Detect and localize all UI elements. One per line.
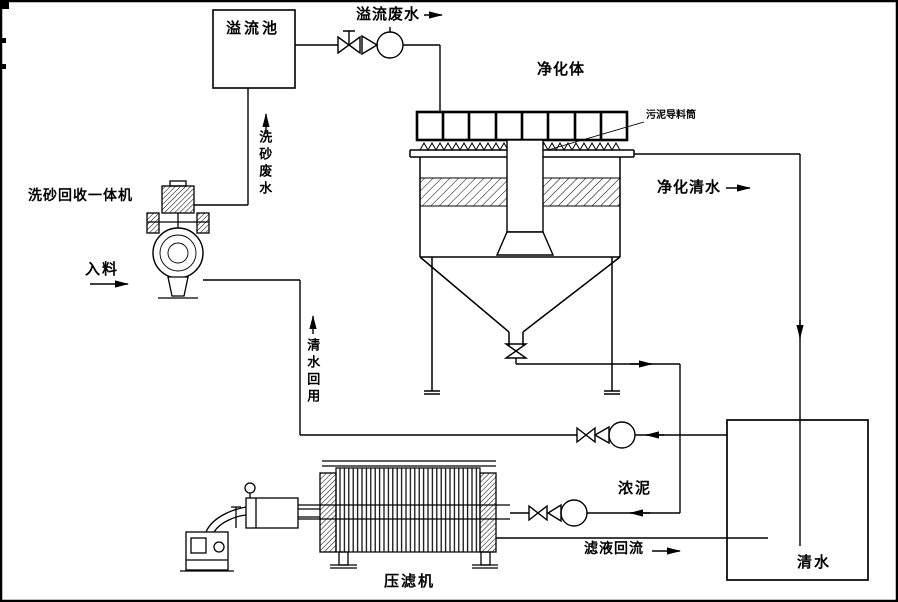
- bearing-mount: [146, 212, 160, 234]
- cone-valve-icon: [503, 350, 529, 359]
- motor-icon: [161, 185, 195, 214]
- press-leg: [338, 551, 349, 566]
- gate-valve-icon: [584, 426, 596, 444]
- label-feed: 入料: [85, 260, 120, 278]
- fixed-head-plate: [479, 472, 497, 553]
- gate-valve-icon: [347, 35, 361, 55]
- tank-walls: [419, 157, 621, 258]
- valve-stem: [343, 30, 355, 45]
- filter-plate-stack: [335, 467, 481, 553]
- label-clean-water-pool: 清水: [797, 553, 832, 571]
- check-valve-icon: [361, 34, 379, 56]
- purifier-tank: [409, 110, 645, 395]
- hydraulic-power-unit: [185, 531, 229, 571]
- label-purifier-body: 净化体: [537, 60, 586, 78]
- label-filtrate-return: 滤液回流: [584, 541, 644, 557]
- label-overflow-wastewater: 溢流废水: [356, 5, 421, 23]
- sludge-line: [503, 343, 681, 513]
- gate-valve-icon: [536, 504, 548, 522]
- check-valve-icon: [546, 503, 562, 523]
- gate-valve-icon: [337, 35, 351, 55]
- pressure-gauge-icon: [244, 482, 256, 494]
- tank-cone: [419, 256, 621, 346]
- discharge-chute: [167, 276, 189, 297]
- gate-valve-icon: [528, 504, 540, 522]
- clean-water-tank: [726, 419, 869, 581]
- label-sand-washing-wastewater: 洗砂废水: [256, 130, 272, 198]
- motor-cap: [169, 180, 187, 187]
- leader-line: [547, 121, 645, 151]
- hydraulic-hose: [205, 506, 247, 533]
- label-sand-washer-unit: 洗砂回收一体机: [28, 188, 133, 204]
- pump-lever: [231, 506, 241, 528]
- screen-drum: [152, 227, 204, 279]
- washing-wastewater-riser: [194, 88, 270, 206]
- gate-valve-icon: [576, 426, 588, 444]
- cone-valve-icon: [503, 343, 529, 352]
- piston-rod: [298, 508, 320, 518]
- press-leg: [480, 551, 491, 566]
- label-overflow-pool: 溢流池: [226, 19, 281, 37]
- press-feet: [330, 564, 498, 569]
- pump-icon: [608, 421, 636, 449]
- tie-bars: [322, 460, 496, 467]
- overflow-pool-box: [212, 9, 296, 89]
- label-sludge-guide-tube: 污泥导料筒: [646, 110, 696, 121]
- hydraulic-hose: [213, 514, 247, 533]
- guide-tube-funnel: [495, 231, 555, 256]
- filter-press: [180, 460, 510, 572]
- pump-icon: [560, 499, 588, 527]
- label-clean-water-reuse: 清水回用: [304, 338, 320, 406]
- hydraulic-cylinder: [245, 497, 299, 529]
- label-purified-clean-water: 净化清水: [657, 178, 722, 196]
- tank-legs: [424, 257, 620, 395]
- sludge-guide-tube-shape: [506, 139, 544, 233]
- purified-water-line: [634, 153, 804, 546]
- overflow-wastewater-line: [295, 11, 443, 112]
- label-filter-press: 压滤机: [384, 572, 436, 590]
- bearing-mount: [196, 212, 210, 234]
- clean-water-reuse-line: [203, 279, 727, 449]
- label-thick-sludge: 浓泥: [618, 479, 653, 497]
- sludge-pump-line: [510, 499, 680, 527]
- sand-washer-machine: [146, 180, 210, 299]
- filtrate-return-line: [496, 537, 768, 555]
- pump-icon: [376, 31, 404, 59]
- check-valve-icon: [593, 425, 610, 445]
- moving-head-plate: [319, 472, 337, 553]
